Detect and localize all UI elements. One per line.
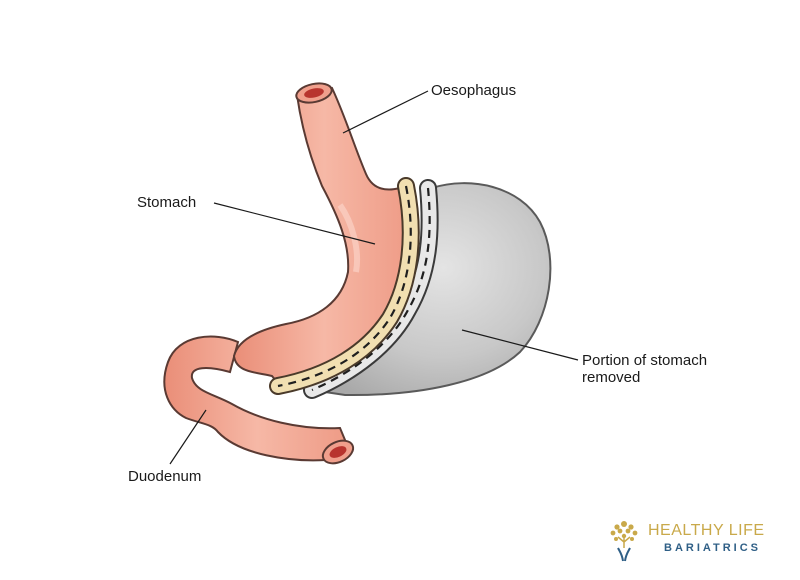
- staple-line: [277, 185, 412, 388]
- oesophagus-label: Oesophagus: [431, 82, 517, 99]
- removed-portion-label-line1: Portion of stomach: [582, 352, 708, 369]
- removed-portion-label: Portion of stomach removed: [582, 352, 707, 386]
- stomach-leader-line: [213, 202, 376, 245]
- stomach-label: Stomach: [137, 194, 197, 211]
- logo-text-line2: BARIATRICS: [664, 542, 762, 554]
- tree-figure-icon: [610, 521, 638, 562]
- duodenum-leader-line: [169, 409, 207, 465]
- removed-staple-line: [311, 187, 431, 392]
- duodenum-label: Duodenum: [128, 468, 202, 485]
- removed-leader-line: [461, 329, 579, 361]
- logo-text-line1: HEALTHY LIFE: [648, 522, 765, 539]
- healthy-life-bariatrics-logo: HEALTHY LIFE BARIATRICS: [606, 518, 766, 562]
- oesophagus-leader-line: [342, 90, 429, 134]
- duodenum: [163, 335, 352, 462]
- stomach-sleeve: [232, 86, 415, 390]
- removed-portion-label-line2: removed: [582, 369, 641, 386]
